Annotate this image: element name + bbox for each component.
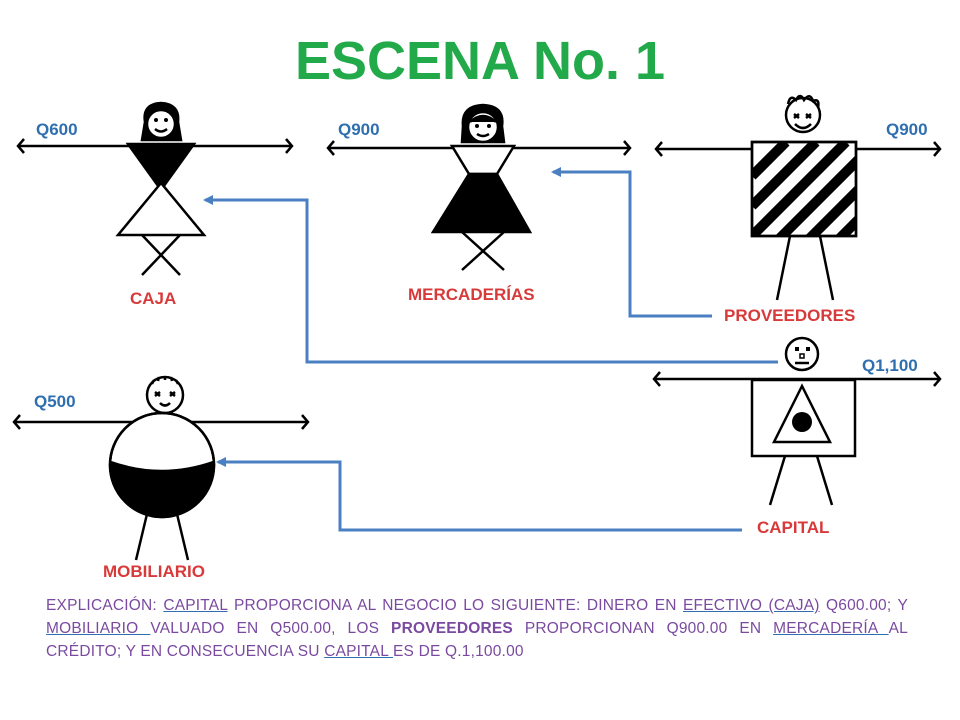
explanation-segment: AL CRÉDITO; Y EN CONSECUENCIA SU — [46, 620, 908, 660]
caja-head — [140, 101, 183, 142]
arrow-capital-to-mobiliario — [216, 457, 742, 532]
explanation-efectivo: EFECTIVO (CAJA) — [683, 597, 820, 614]
explanation-segment: ES DE Q.1,100.00 — [392, 643, 524, 660]
mobiliario-label: MOBILIARIO — [103, 562, 205, 581]
explanation-capital-total: CAPITAL — [324, 643, 393, 660]
explanation-intro: EXPLICACIÓN: — [46, 597, 164, 614]
mercaderias-figure — [326, 103, 632, 271]
proveedores-label: PROVEEDORES — [724, 306, 856, 325]
proveedores-figure — [654, 94, 942, 301]
explanation-segment: PROPORCIONAN Q900.00 EN — [512, 620, 774, 637]
caja-amount: Q600 — [36, 120, 78, 139]
mobiliario-head — [145, 375, 185, 415]
explanation-capital-link: CAPITAL — [163, 597, 228, 614]
proveedores-head — [784, 94, 822, 134]
explanation-segment: Q600.00; Y — [819, 597, 909, 614]
mercaderias-label: MERCADERÍAS — [408, 285, 535, 304]
caja-figure — [16, 101, 294, 276]
capital-figure — [652, 336, 942, 506]
mercaderias-amount: Q900 — [338, 120, 380, 139]
capital-head — [784, 336, 820, 372]
explanation-mercaderia: MERCADERÍA — [773, 620, 889, 637]
arrow-proveedores-to-mercaderias — [551, 167, 712, 318]
page-title: ESCENA No. 1 — [294, 31, 666, 91]
explanation-mobiliario: MOBILIARIO — [46, 620, 151, 637]
arrow-capital-to-caja — [203, 195, 778, 364]
explanation-segment: VALUADO EN Q500.00, LOS — [150, 620, 392, 637]
mercaderias-head — [460, 103, 506, 144]
mobiliario-amount: Q500 — [34, 392, 76, 411]
proveedores-amount: Q900 — [886, 120, 928, 139]
capital-label: CAPITAL — [757, 518, 830, 537]
capital-amount: Q1,100 — [862, 356, 918, 375]
explanation-text: EXPLICACIÓN: CAPITAL PROPORCIONA AL NEGO… — [46, 594, 908, 663]
caja-label: CAJA — [130, 289, 177, 308]
explanation-proveedores: PROVEEDORES — [391, 620, 513, 637]
explanation-segment: PROPORCIONA AL NEGOCIO LO SIGUIENTE: DIN… — [227, 597, 684, 614]
